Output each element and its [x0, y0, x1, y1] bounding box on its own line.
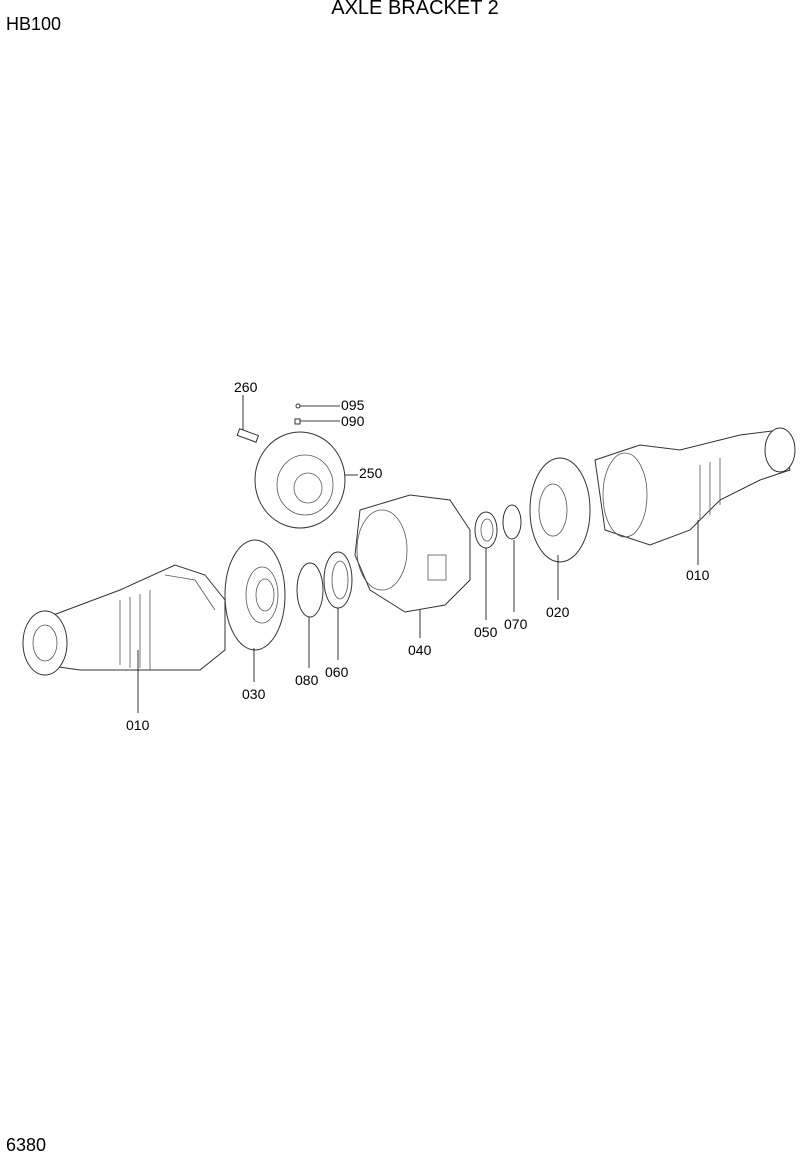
callout-020: 020: [546, 604, 570, 620]
callout-250: 250: [359, 465, 383, 481]
callout-030: 030: [242, 686, 266, 702]
part-095: [295, 403, 301, 409]
callout-010-left: 010: [126, 717, 150, 733]
callout-050: 050: [474, 624, 498, 640]
part-010-left-axle-housing: [22, 564, 226, 676]
callout-090: 090: [341, 413, 365, 429]
part-030-flange: [224, 539, 286, 651]
part-090: [294, 418, 301, 425]
part-010-right-axle-housing: [594, 427, 796, 546]
callout-060: 060: [325, 664, 349, 680]
part-250-hub: [254, 431, 346, 529]
callout-260: 260: [234, 379, 258, 395]
callout-095: 095: [341, 397, 365, 413]
callout-080: 080: [295, 672, 319, 688]
page-title: AXLE BRACKET 2: [331, 0, 499, 19]
part-050-bearing: [474, 511, 498, 549]
page-number: 6380: [6, 1135, 47, 1155]
part-040-center-housing: [354, 494, 471, 613]
part-070-ring: [502, 504, 522, 540]
callout-070: 070: [504, 616, 528, 632]
callout-040: 040: [408, 642, 432, 658]
model-code: HB100: [6, 14, 62, 34]
callout-010-right: 010: [686, 567, 710, 583]
part-020-flange: [529, 457, 591, 563]
part-080-ring: [296, 562, 324, 618]
part-260-bolt: [236, 428, 260, 443]
